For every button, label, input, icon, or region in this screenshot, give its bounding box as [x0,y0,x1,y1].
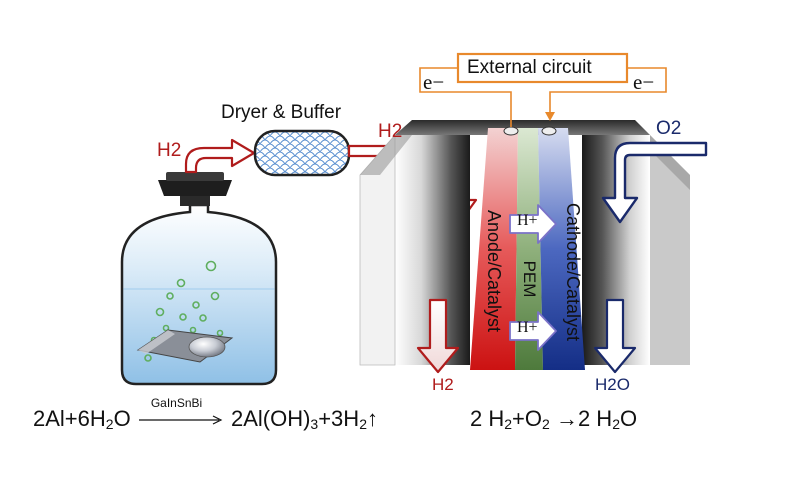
eq2-part-c-sub: 2 [612,416,620,432]
reaction-equation-2: 2 H2+O2 →2 H2O [470,406,638,432]
h2-outlet-label: H2 [432,375,454,394]
eq1-products-mid: +3H [318,406,360,431]
electron-label-right: e− [633,70,655,94]
proton-label-top: H+ [517,212,538,229]
anode-catalyst-label: Anode/Catalyst [484,209,504,333]
bottle-cap [158,172,232,206]
o2-inlet-arrow [601,141,708,224]
external-circuit-wires [419,67,667,127]
dryer-buffer-canister [253,129,351,177]
eq1-catalyst-arrow: GaInSnBi [137,397,225,427]
eq1-products: 2Al(OH) [230,406,311,431]
eq2-part-b: +O [512,406,543,431]
external-circuit-label: External circuit [467,57,592,78]
eq2-part-d: O [619,406,638,431]
h2o-outlet-label: H2O [595,375,630,394]
h2o-outlet-arrow [593,298,637,374]
external-circuit-box [456,52,629,84]
eq1-gas-arrow: ↑ [366,406,378,431]
eq1-products-sub1: 3 [310,416,319,432]
pem-label: PEM [520,260,539,298]
eq1-reactants-sub: 2 [105,416,114,432]
eq2-part-b-sub: 2 [542,416,550,432]
reaction-equation-1: 2Al+6H2O GaInSnBi 2Al(OH)3+3H2↑ [33,397,378,432]
eq2-arrow: → [555,406,578,431]
eq2-part-a: 2 H [470,406,505,431]
h2-label-bottle: H2 [157,140,182,161]
o2-label: O2 [656,118,682,139]
electron-label-left: e− [423,70,445,94]
eq1-reactants-tail: O [113,406,131,431]
proton-arrow-top [509,204,557,244]
eq1-products-sub2: 2 [359,416,367,432]
eq1-reactants: 2Al+6H [33,406,106,431]
eq2-part-c: 2 H [577,406,613,431]
cathode-catalyst-label: Cathode/Catalyst [563,202,583,342]
h2-tube-bottle [184,138,256,174]
fuel-cell-housing [359,120,690,370]
reaction-arrow-icon [138,415,223,425]
proton-label-bottom: H+ [517,319,538,336]
dryer-buffer-label: Dryer & Buffer [221,102,342,123]
h2-outlet-arrow [416,298,460,374]
eq1-catalyst-label: GaInSnBi [150,396,203,411]
proton-arrow-bottom [509,311,557,351]
h2-label-top: H2 [378,121,403,142]
liquid-metal-drop [188,336,226,358]
hydrogen-bubbles [144,260,224,362]
eq2-part-a-sub: 2 [504,416,513,432]
